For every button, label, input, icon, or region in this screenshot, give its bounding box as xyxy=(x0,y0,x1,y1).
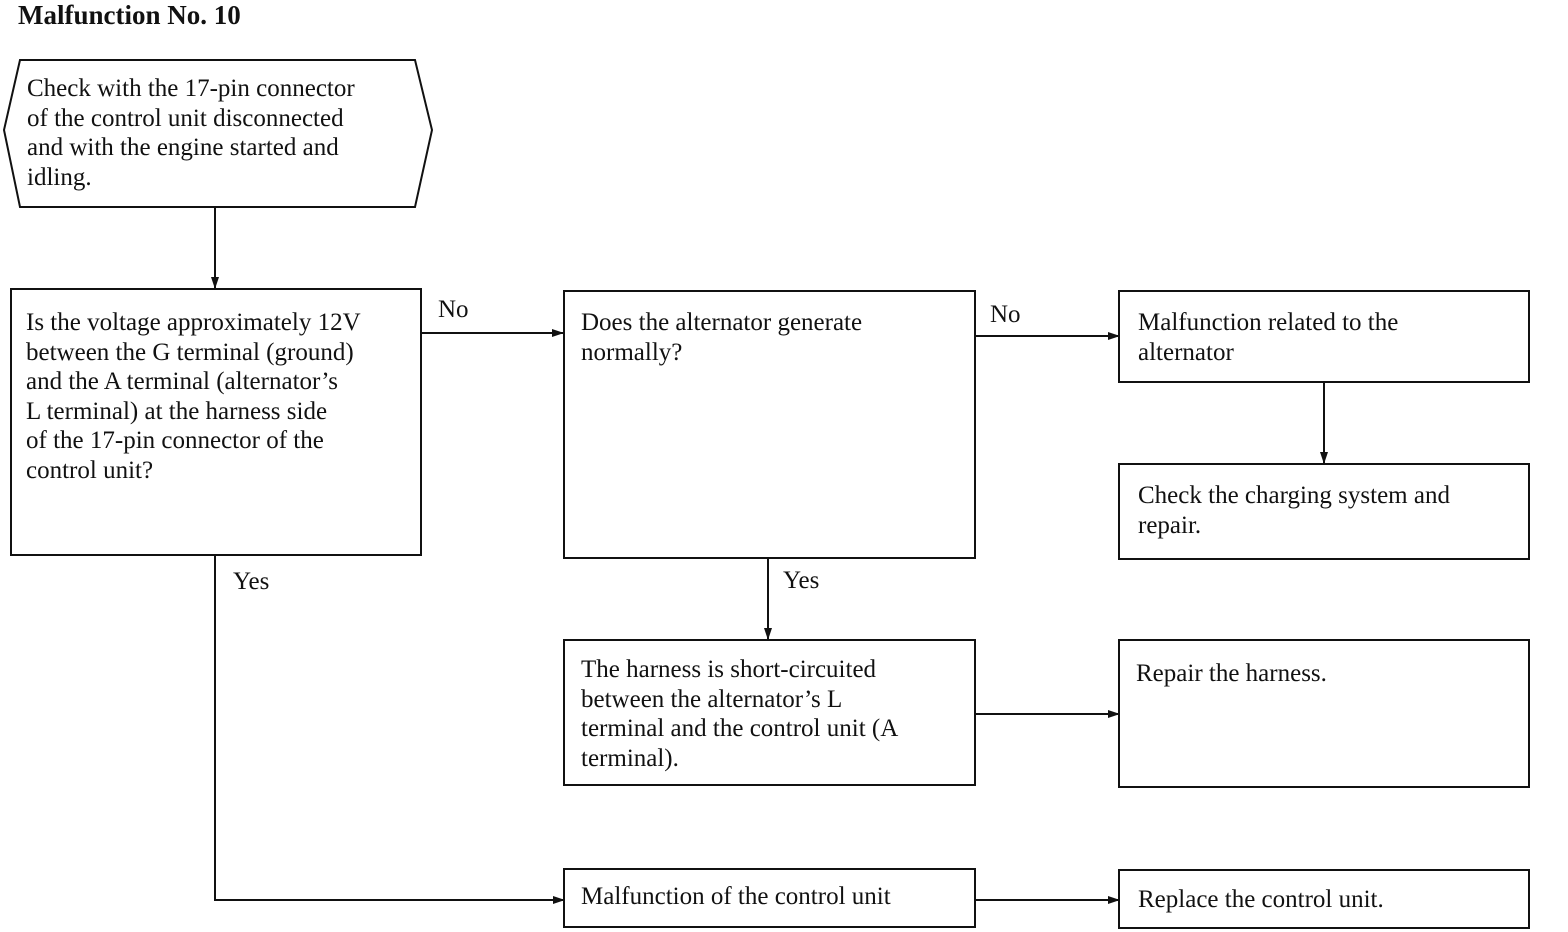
text-line: Is the voltage approximately 12V xyxy=(26,309,361,336)
text-line: Check the charging system and xyxy=(1138,482,1450,509)
text-line: between the alternator’s L xyxy=(581,685,843,713)
text-line: between the G terminal (ground) xyxy=(26,338,354,366)
start-hexagon xyxy=(2,59,434,208)
text-line: of the control unit disconnected xyxy=(27,104,344,132)
text-line: of the 17-pin connector of the xyxy=(26,427,324,454)
text-line: Malfunction of the control unit xyxy=(581,883,891,910)
no-label-voltage: No xyxy=(438,296,469,323)
text-line: L terminal) at the harness side xyxy=(26,397,328,425)
yes-label-alternator: Yes xyxy=(783,567,820,594)
text-line: Does the alternator generate xyxy=(581,309,863,336)
replace-control-unit-box: Replace the control unit. xyxy=(1118,869,1530,929)
text-line: normally? xyxy=(581,338,683,366)
text-line: control unit? xyxy=(26,456,154,484)
text-line: and the A terminal (alternator’s xyxy=(26,368,338,395)
text-line: Check with the 17-pin connector xyxy=(27,75,355,102)
page-title: Malfunction No. 10 xyxy=(18,0,241,30)
repair-harness-box: Repair the harness. xyxy=(1118,639,1530,788)
yes-label-voltage: Yes xyxy=(233,568,270,595)
control-unit-malfunction-box: Malfunction of the control unit xyxy=(563,868,976,928)
text-line: Replace the control unit. xyxy=(1138,886,1384,913)
text-line: and with the engine started and xyxy=(27,134,339,161)
text-line: idling. xyxy=(27,163,92,191)
text-line: repair. xyxy=(1138,511,1202,539)
arrow-voltage-yes xyxy=(214,556,565,904)
text-line: alternator xyxy=(1138,338,1234,366)
text-line: terminal and the control unit (A xyxy=(581,715,899,742)
text-line: The harness is short-circuited xyxy=(581,656,877,683)
text-line: Malfunction related to the xyxy=(1138,309,1399,336)
no-label-alternator: No xyxy=(990,301,1021,328)
text-line: terminal). xyxy=(581,744,679,772)
text-line: Repair the harness. xyxy=(1136,660,1327,687)
